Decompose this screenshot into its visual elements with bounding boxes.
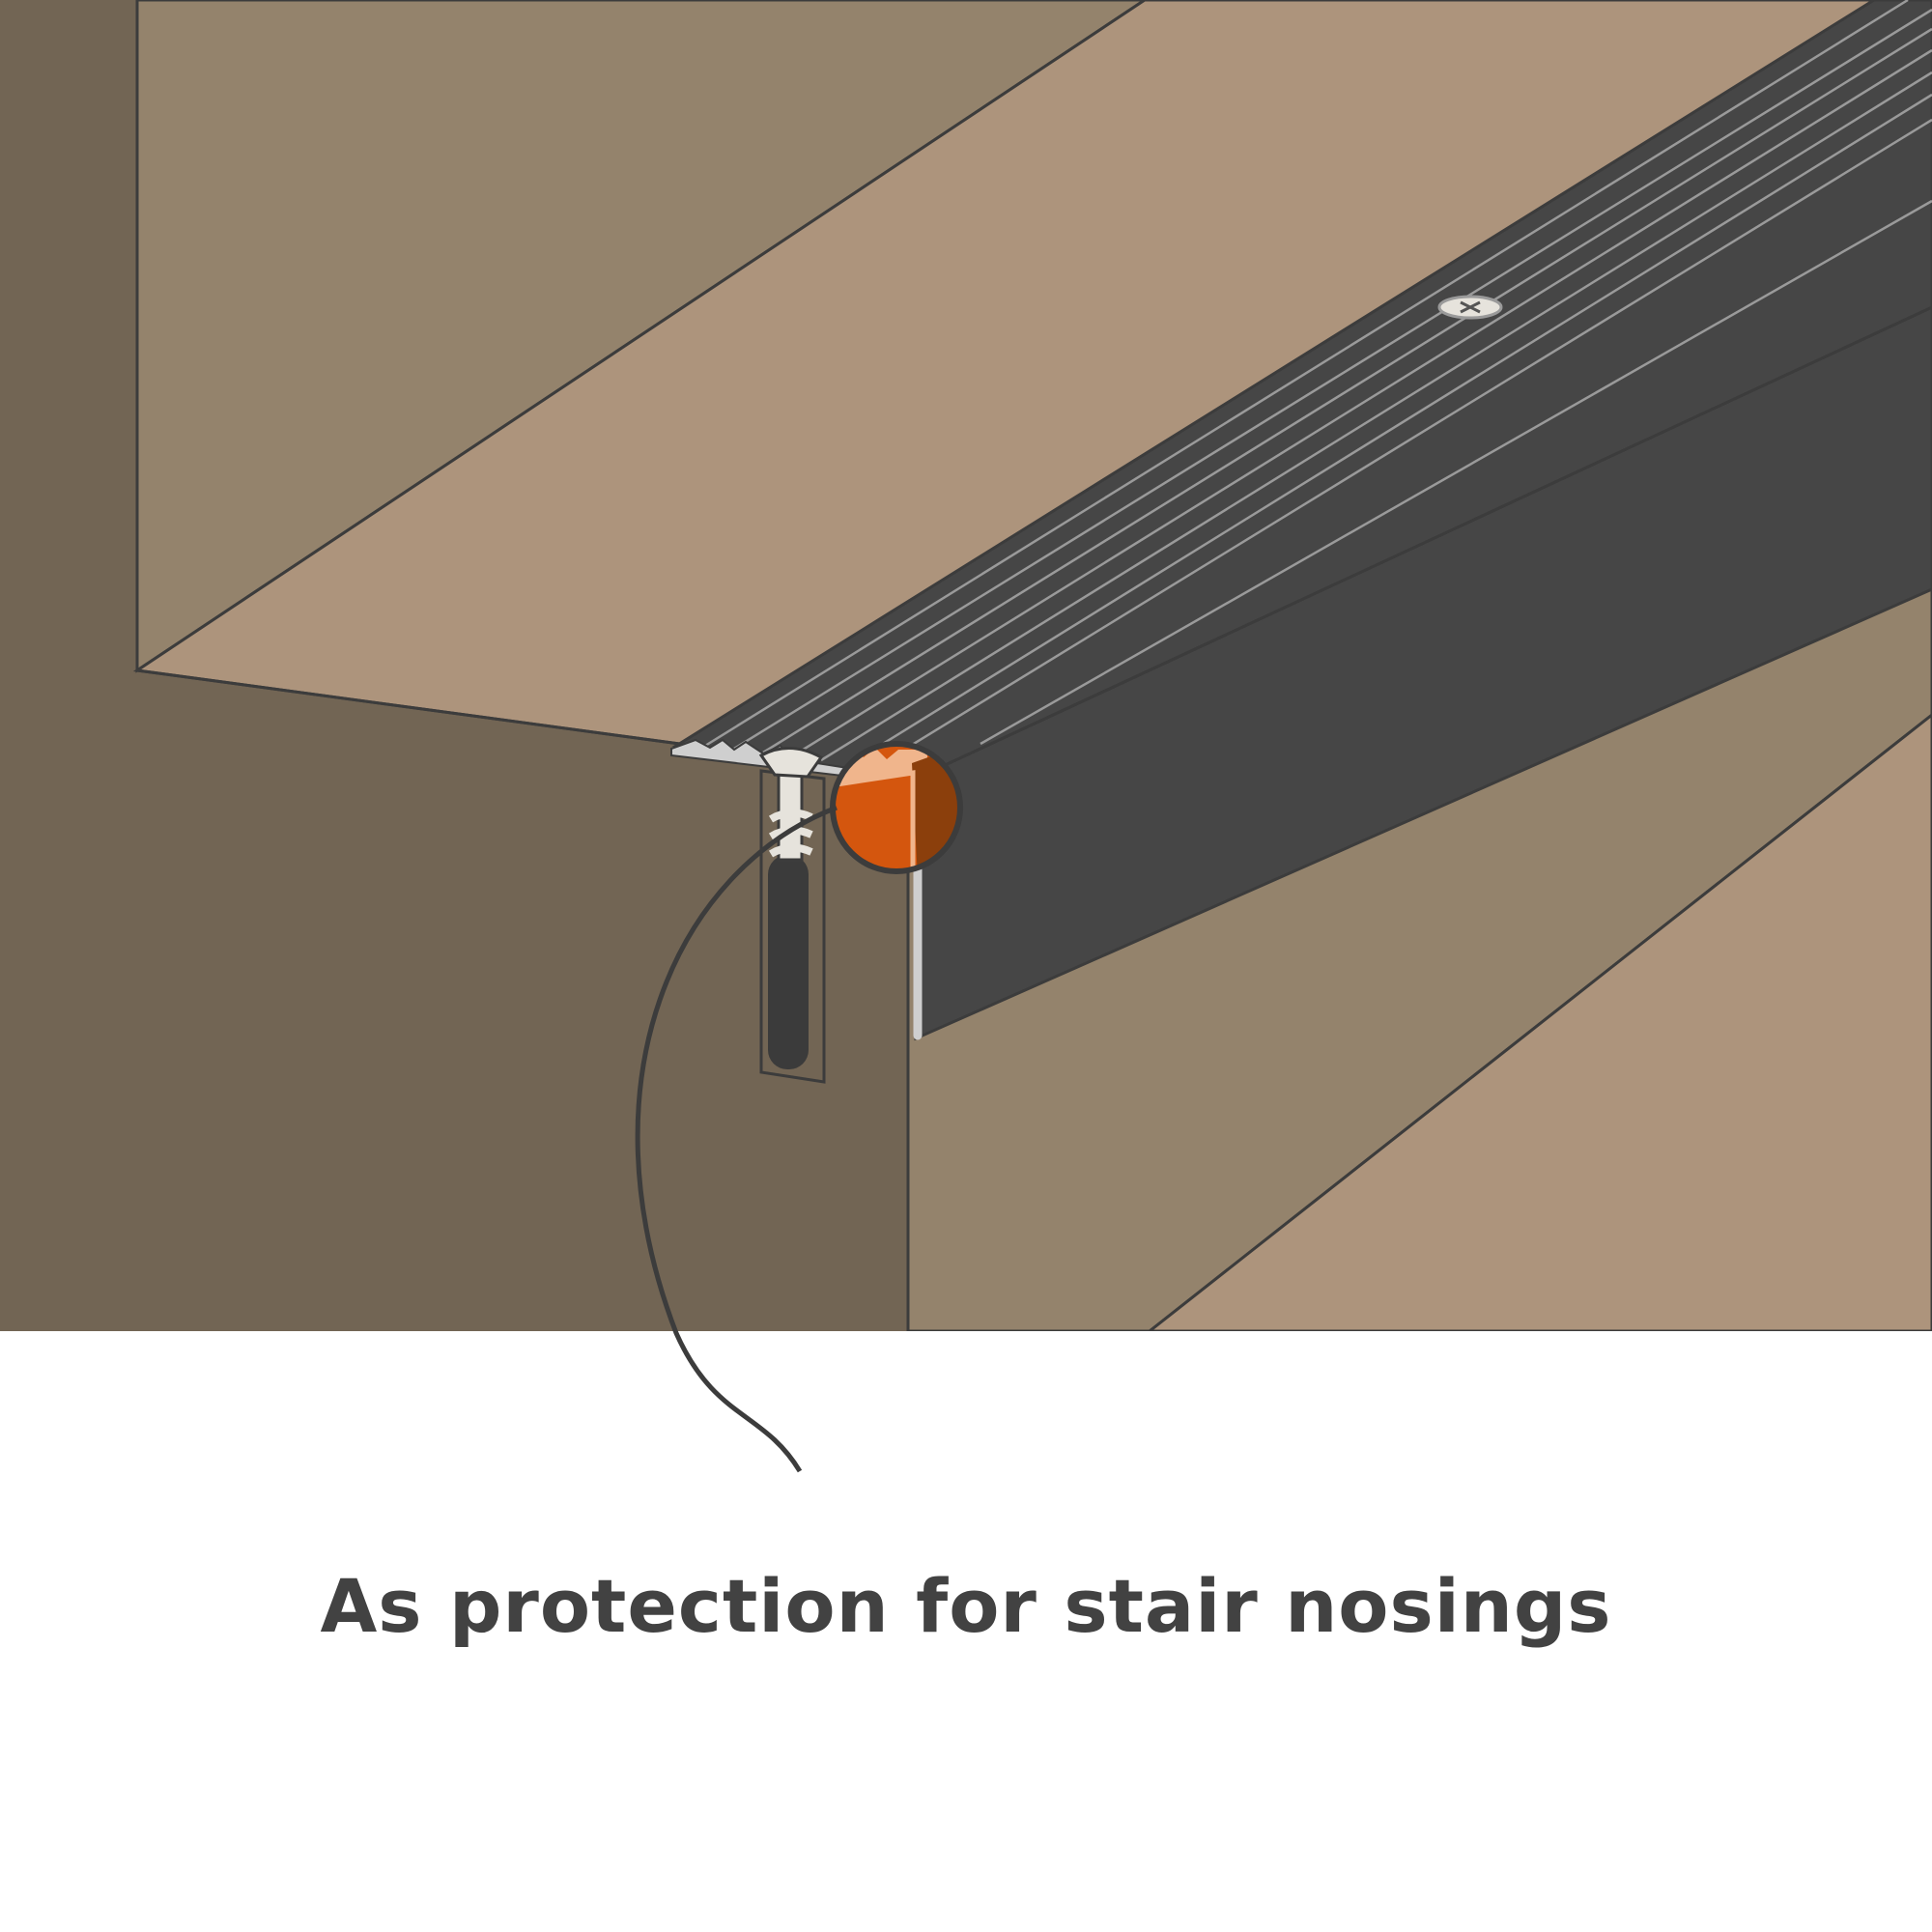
wall-plug-icon (768, 855, 809, 1069)
top-screw-slot (1460, 300, 1481, 314)
lower-tread (1147, 713, 1932, 1331)
magnifier-circle-icon (830, 741, 963, 874)
callout-line (635, 805, 838, 1473)
countersunk-screw-icon (758, 746, 824, 779)
nosing-grooves (704, 0, 1932, 770)
stair-scene (0, 0, 1932, 1331)
caption-text: As protection for stair nosings (320, 1563, 1612, 1649)
